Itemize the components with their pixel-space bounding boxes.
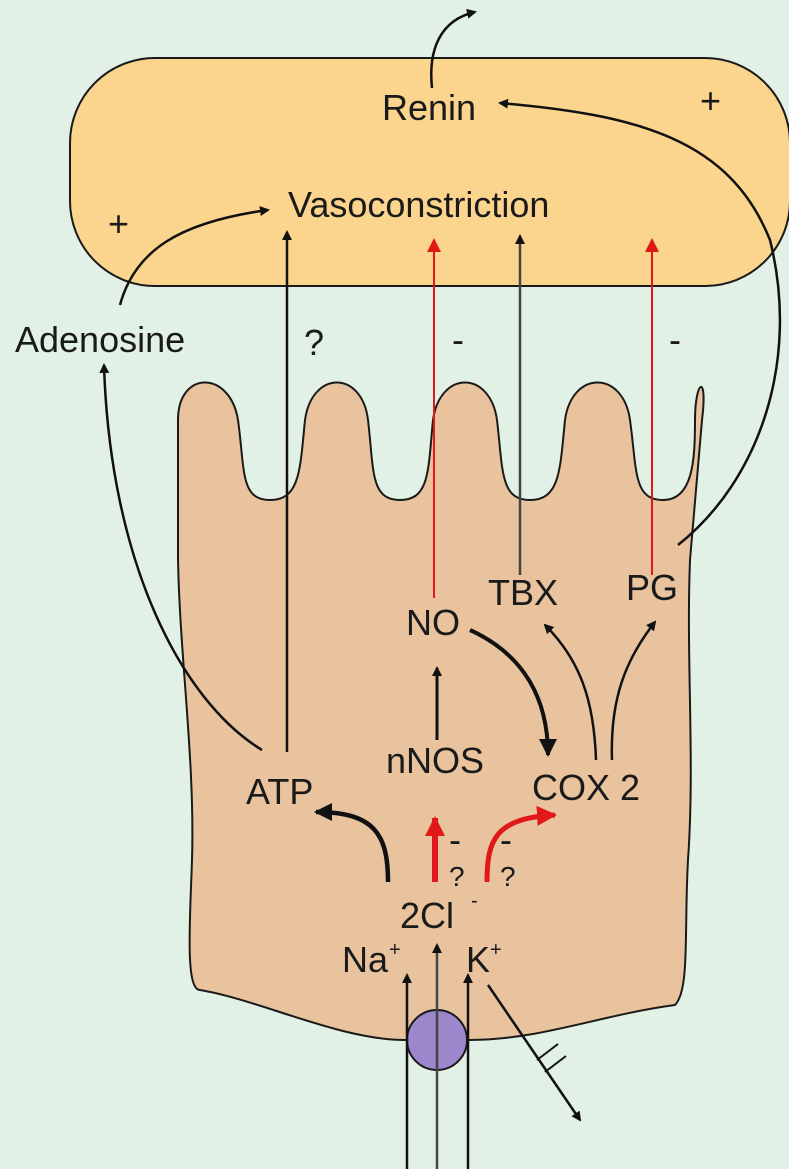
sodium-charge: + (389, 939, 401, 961)
chloride-charge: - (471, 890, 478, 912)
pg-label: PG (626, 567, 678, 608)
chloride-label: 2Cl (400, 895, 454, 936)
pg-minus-sign: - (669, 319, 681, 360)
sodium-label: Na (342, 939, 389, 980)
nnos-minus-sign: - (449, 819, 461, 860)
renin-plus-sign: + (700, 80, 721, 121)
atp-question-mark: ? (304, 322, 324, 363)
atp-label: ATP (246, 771, 313, 812)
potassium-charge: + (490, 939, 502, 961)
no-minus-sign: - (452, 319, 464, 360)
nnos-question-mark: ? (449, 861, 465, 892)
k-efflux-hatch-2 (545, 1056, 566, 1072)
vaso-plus-sign: + (108, 203, 129, 244)
vasoconstriction-label: Vasoconstriction (288, 184, 549, 225)
tbx-label: TBX (488, 572, 558, 613)
cox-minus-sign: - (500, 819, 512, 860)
adenosine-label: Adenosine (15, 319, 185, 360)
cox2-label: COX 2 (532, 767, 640, 808)
nnos-label: nNOS (386, 740, 484, 781)
no-label: NO (406, 602, 460, 643)
macula-densa-cell (178, 383, 704, 1041)
cox-question-mark: ? (500, 861, 516, 892)
k-efflux-hatch-1 (537, 1044, 558, 1060)
potassium-label: K (466, 939, 490, 980)
renin-label: Renin (382, 87, 476, 128)
